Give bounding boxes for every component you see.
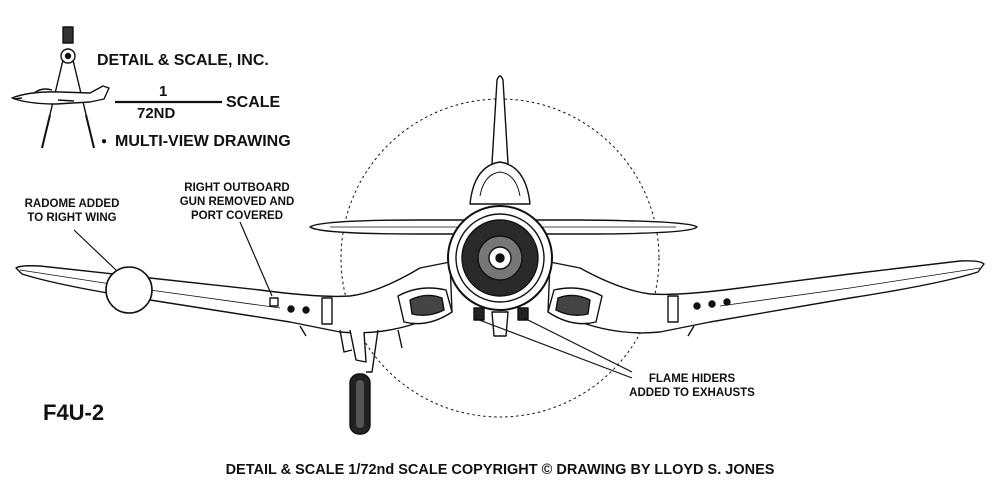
bullet-icon: ● <box>101 136 108 147</box>
gun-port <box>693 302 701 310</box>
flame-hider-right <box>517 307 529 321</box>
gun-port <box>723 298 731 306</box>
wing-fold-hinge <box>667 295 679 323</box>
covered-gun-port <box>269 297 279 307</box>
wing-fold-hinge <box>321 297 333 325</box>
callout-line: RIGHT OUTBOARD <box>184 182 290 194</box>
radome-leader <box>73 229 117 271</box>
callout-line: TO RIGHT WING <box>27 212 117 224</box>
callout-line: GUN REMOVED AND <box>179 196 295 208</box>
vertical-tail <box>490 75 510 181</box>
gun-leader <box>239 221 273 297</box>
aircraft-designation: F4U-2 <box>43 400 105 425</box>
canopy <box>469 161 531 205</box>
gun-port <box>287 305 295 313</box>
gun-port <box>302 306 310 314</box>
radome-callout: RADOME ADDED TO RIGHT WING <box>18 197 126 225</box>
aircraft-logo-icon <box>11 85 110 105</box>
footer-credit: DETAIL & SCALE 1/72nd SCALE COPYRIGHT © … <box>225 462 775 478</box>
scale-label: SCALE <box>226 94 281 111</box>
callout-line: ADDED TO EXHAUSTS <box>629 387 755 399</box>
callout-line: RADOME ADDED <box>24 198 120 210</box>
flame-leader <box>473 317 633 379</box>
compass-logo-icon <box>41 26 95 149</box>
drawing-type: MULTI-VIEW DRAWING <box>115 133 291 150</box>
right-wing <box>15 261 453 334</box>
left-wing <box>547 260 985 334</box>
flame-leader <box>523 317 633 373</box>
callout-line: PORT COVERED <box>190 210 283 222</box>
callout-line: FLAME HIDERS <box>648 373 736 385</box>
gun-callout: RIGHT OUTBOARD GUN REMOVED AND PORT COVE… <box>170 181 304 223</box>
scale-numerator: 1 <box>159 83 168 100</box>
company-name: DETAIL & SCALE, INC. <box>97 52 269 69</box>
gun-port <box>708 300 716 308</box>
flame-hider-callout: FLAME HIDERS ADDED TO EXHAUSTS <box>616 372 768 400</box>
main-landing-gear <box>339 329 403 435</box>
radome-pod <box>105 266 153 314</box>
scale-denominator: 72ND <box>137 105 176 122</box>
